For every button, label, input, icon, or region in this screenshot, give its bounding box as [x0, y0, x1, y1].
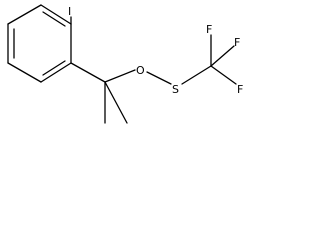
atom-fluorine-right: F [237, 83, 243, 96]
atom-oxygen: O [136, 64, 145, 77]
ring-bond-top-right [40, 4, 72, 25]
bond-sulfur-cf3-carbon [181, 65, 212, 85]
molecule-drawing: I O S F F F [7, 4, 243, 124]
ring-bond-bottom-right [40, 62, 72, 83]
bond-carbon-oxygen [104, 69, 136, 83]
ring-double-bond-bottom-right [42, 60, 66, 76]
ring-bond-top [7, 4, 42, 25]
bond-methyl-right [104, 81, 128, 124]
bond-ring-quaternary-carbon [70, 62, 106, 83]
ring-bond-bottom-left [7, 62, 42, 83]
structure-diagram: I O S F F F [0, 0, 254, 128]
bond-oxygen-sulfur [146, 71, 172, 85]
atom-sulfur: S [172, 83, 179, 96]
bond-carbon-fluorine-top-right [210, 45, 235, 67]
benzene-ring [7, 4, 72, 83]
bond-carbon-fluorine-right [210, 65, 237, 85]
atom-fluorine-top-right: F [234, 36, 240, 49]
atom-fluorine-top-left: F [206, 23, 212, 36]
atom-iodine: I [68, 5, 71, 18]
ring-double-bond-top-right [42, 11, 66, 27]
